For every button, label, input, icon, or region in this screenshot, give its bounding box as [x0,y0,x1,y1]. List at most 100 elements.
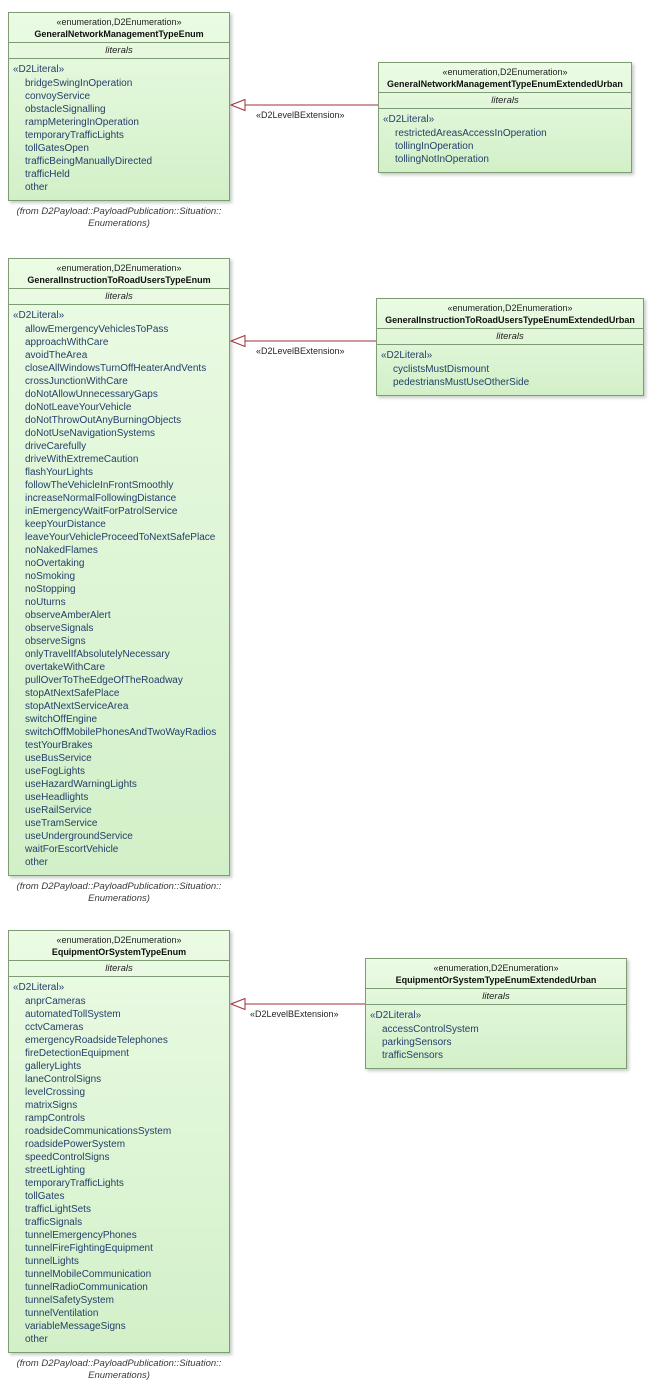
enum-name: EquipmentOrSystemTypeEnum [51,947,187,957]
literal-item: stopAtNextSafePlace [25,688,120,699]
literal-item: trafficSensors [382,1050,443,1061]
extension-connector-label-3: «D2LevelBExtension» [250,1009,339,1019]
literal-item: laneControlSigns [25,1074,102,1085]
literal-item: trafficSignals [25,1217,83,1228]
literal-item: useUndergroundService [25,831,133,842]
literal-item: doNotLeaveYourVehicle [25,402,132,413]
enum-box-general-instruction-to-road-users-type-enum-extended-urban[interactable]: «enumeration,D2Enumeration» GeneralInstr… [376,298,644,396]
source-note-line2: Enumerations) [88,893,150,904]
literal-block: «D2Literal» restrictedAreasAccessInOpera… [379,108,631,172]
enum-name: GeneralNetworkManagementTypeEnumExtended… [387,79,623,89]
extension-connector-2[interactable] [230,332,376,350]
enum-stereotype: «enumeration,D2Enumeration» [442,67,568,77]
literals-compartment-label: literals [377,328,643,344]
literal-item: temporaryTrafficLights [25,1178,124,1189]
literal-stereotype-label: «D2Literal» [370,1010,422,1021]
literal-item: speedControlSigns [25,1152,110,1163]
literal-item: other [25,182,48,193]
extension-connector-label-2: «D2LevelBExtension» [256,346,345,356]
literal-item: variableMessageSigns [25,1321,126,1332]
enum-name: EquipmentOrSystemTypeEnumExtendedUrban [395,975,597,985]
literal-item: noUturns [25,597,66,608]
extension-connector-3[interactable] [230,995,365,1013]
literal-stereotype-label: «D2Literal» [13,310,65,321]
source-note-line1: (from D2Payload::PayloadPublication::Sit… [16,1358,222,1369]
source-note: (from D2Payload::PayloadPublication::Sit… [8,1358,230,1380]
literal-item: tollGatesOpen [25,143,89,154]
literal-item: testYourBrakes [25,740,93,751]
literal-item: tollingInOperation [395,141,474,152]
enum-name: GeneralNetworkManagementTypeEnum [34,29,204,39]
enum-box-equipment-or-system-type-enum-extended-urban[interactable]: «enumeration,D2Enumeration» EquipmentOrS… [365,958,627,1069]
source-note-line1: (from D2Payload::PayloadPublication::Sit… [16,206,222,217]
extension-connector-1[interactable] [230,96,378,114]
literal-item: inEmergencyWaitForPatrolService [25,506,178,517]
literal-item: convoyService [25,91,91,102]
literal-item: useTramService [25,818,98,829]
literal-item: tunnelMobileCommunication [25,1269,152,1280]
enum-stereotype: «enumeration,D2Enumeration» [447,303,573,313]
literal-item: automatedTollSystem [25,1009,121,1020]
generalization-arrow [230,997,365,1011]
literal-item: closeAllWindowsTurnOffHeaterAndVents [25,363,207,374]
literal-stereotype-label: «D2Literal» [13,64,65,75]
literal-item: fireDetectionEquipment [25,1048,129,1059]
literal-list: bridgeSwingInOperation convoyService obsta… [9,77,229,194]
literal-item: doNotThrowOutAnyBurningObjects [25,415,182,426]
literal-item: bridgeSwingInOperation [25,78,133,89]
literal-item: tunnelEmergencyPhones [25,1230,137,1241]
literal-item: noSmoking [25,571,76,582]
enum-box-general-network-management-type-enum-extended-urban[interactable]: «enumeration,D2Enumeration» GeneralNetwo… [378,62,632,173]
literal-item: observeSignals [25,623,94,634]
enum-box-general-network-management-type-enum[interactable]: «enumeration,D2Enumeration» GeneralNetwo… [8,12,230,201]
enum-name: GeneralInstructionToRoadUsersTypeEnumExt… [385,315,635,325]
literal-item: useFogLights [25,766,86,777]
literal-block: «D2Literal» bridgeSwingInOperation convoy… [9,58,229,200]
literal-item: doNotAllowUnnecessaryGaps [25,389,158,400]
hollow-triangle-arrowhead [230,98,246,112]
enum-header: «enumeration,D2Enumeration» GeneralInstr… [9,259,229,288]
source-note-line2: Enumerations) [88,1370,150,1380]
literal-item: observeSigns [25,636,86,647]
column-equipment-or-system: «enumeration,D2Enumeration» EquipmentOrS… [8,930,230,1380]
literal-item: tunnelVentilation [25,1308,99,1319]
literals-compartment-label: literals [366,988,626,1004]
literals-compartment-label: literals [9,42,229,58]
column-general-network-management: «enumeration,D2Enumeration» GeneralNetwo… [8,12,230,230]
literal-item: followTheVehicleInFrontSmoothly [25,480,174,491]
literal-item: pullOverToTheEdgeOfTheRoadway [25,675,183,686]
enum-header: «enumeration,D2Enumeration» GeneralInstr… [377,299,643,328]
enum-stereotype: «enumeration,D2Enumeration» [433,963,559,973]
literal-item: noNakedFlames [25,545,98,556]
enum-name: GeneralInstructionToRoadUsersTypeEnum [27,275,211,285]
literal-item: driveWithExtremeCaution [25,454,139,465]
source-note: (from D2Payload::PayloadPublication::Sit… [8,881,230,905]
literal-item: other [25,1334,48,1345]
literal-item: rampMeteringInOperation [25,117,139,128]
literal-item: matrixSigns [25,1100,78,1111]
extension-connector-label-1: «D2LevelBExtension» [256,110,345,120]
literals-compartment-label: literals [9,960,229,976]
literal-item: obstacleSignalling [25,104,106,115]
generalization-arrow [230,334,376,348]
enum-box-equipment-or-system-type-enum[interactable]: «enumeration,D2Enumeration» EquipmentOrS… [8,930,230,1353]
literal-item: switchOffEngine [25,714,98,725]
literal-item: tunnelRadioCommunication [25,1282,148,1293]
literal-item: parkingSensors [382,1037,452,1048]
enum-stereotype: «enumeration,D2Enumeration» [56,935,182,945]
enum-box-general-instruction-to-road-users-type-enum[interactable]: «enumeration,D2Enumeration» GeneralInstr… [8,258,230,876]
literal-item: emergencyRoadsideTelephones [25,1035,168,1046]
literal-item: useBusService [25,753,92,764]
literal-item: cctvCameras [25,1022,84,1033]
literal-item: roadsidePowerSystem [25,1139,126,1150]
literal-block: «D2Literal» allowEmergencyVehiclesToPass… [9,304,229,875]
literal-item: pedestriansMustUseOtherSide [393,377,530,388]
literal-stereotype-label: «D2Literal» [13,982,65,993]
literal-item: trafficHeld [25,169,70,180]
literal-item: streetLighting [25,1165,86,1176]
